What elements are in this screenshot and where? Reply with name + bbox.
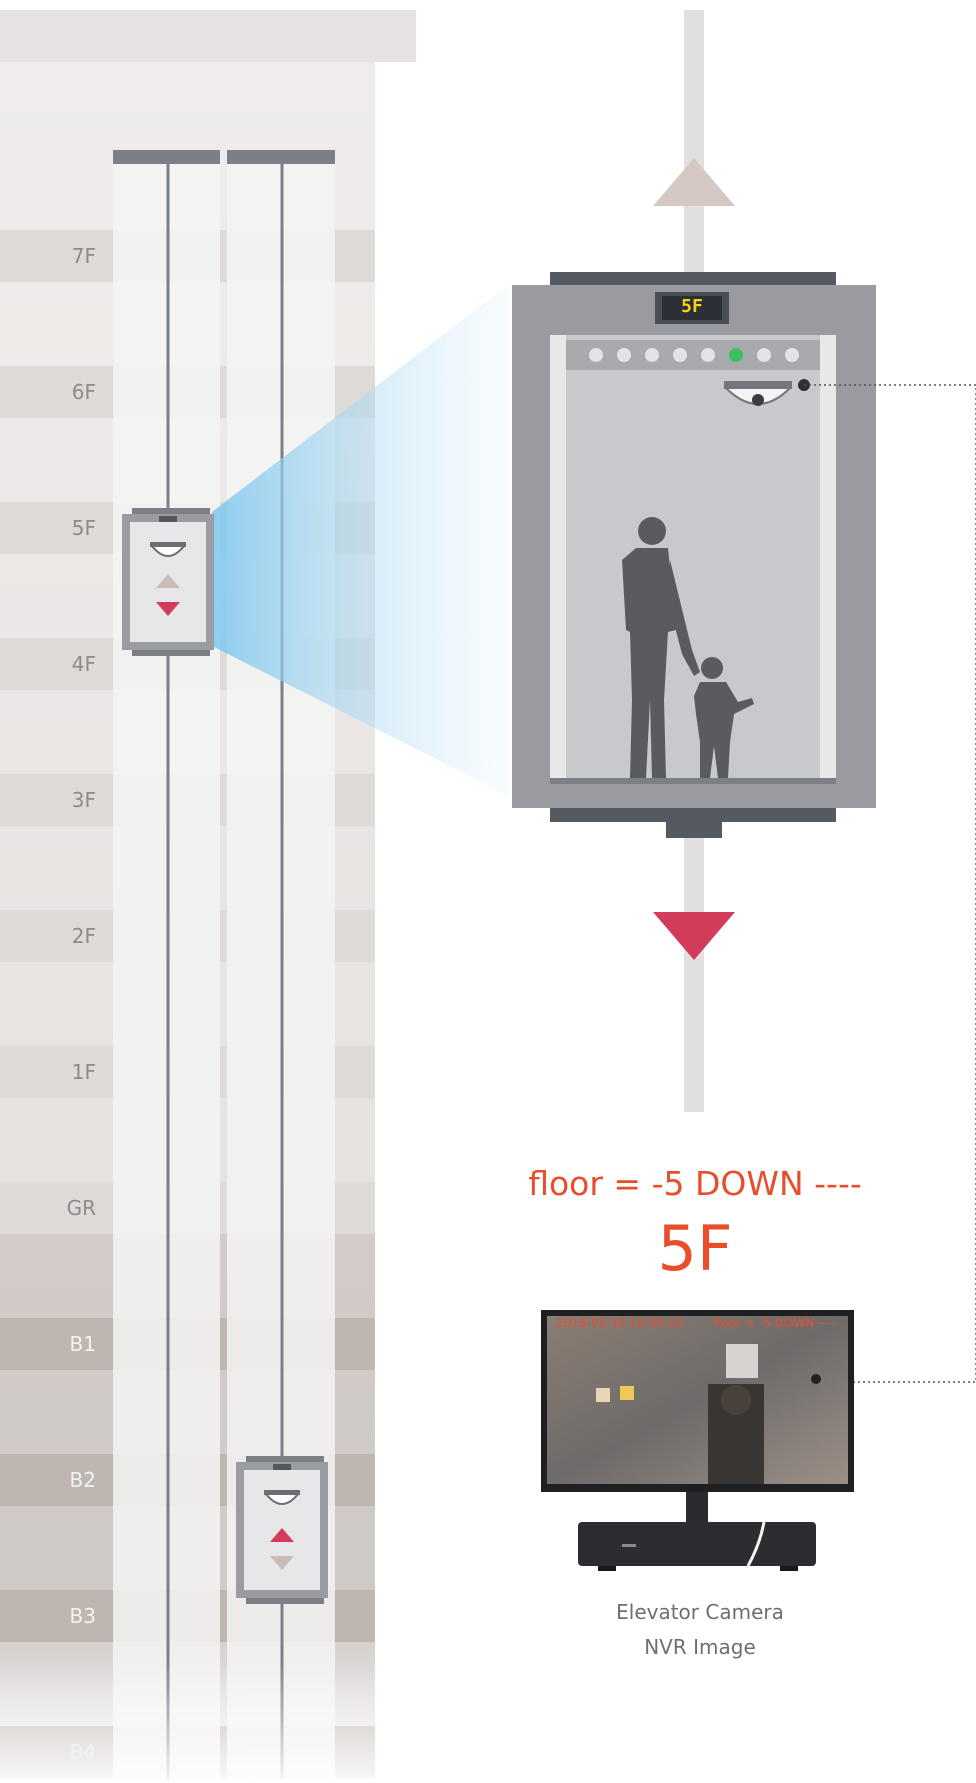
- screen-mirror: [726, 1344, 758, 1378]
- indicator-light-1: [589, 348, 603, 362]
- shaft-car-1-bottom: [132, 650, 210, 656]
- shaft-car-1-display: [159, 516, 177, 522]
- indicator-light-6: [729, 348, 743, 362]
- nvr-leds: [622, 1544, 636, 1547]
- car-door-left-rail: [550, 335, 566, 782]
- shaft-car-1: [122, 508, 214, 656]
- indicator-light-7: [757, 348, 771, 362]
- shaft-car-2-display: [273, 1464, 291, 1470]
- nvr-caption-line-2: NVR Image: [560, 1634, 840, 1660]
- floor-label-3f: 3F: [0, 788, 96, 812]
- floor-label-1f: 1F: [0, 1060, 96, 1084]
- car-light-strip: [566, 340, 820, 370]
- floor-label-b3: B3: [0, 1604, 96, 1628]
- floor-label-gr: GR: [0, 1196, 96, 1220]
- nvr-foot-right: [780, 1566, 798, 1571]
- floor-label-7f: 7F: [0, 244, 96, 268]
- monitor-screen: [547, 1316, 848, 1484]
- screen-person-head: [721, 1385, 751, 1415]
- shaft-car-2-top: [246, 1456, 324, 1462]
- down-arrow-icon: [653, 912, 735, 960]
- floor-status-readout: floor = -5 DOWN ----: [450, 1164, 940, 1204]
- floor-label-b4: B4: [0, 1740, 96, 1764]
- floor-label-6f: 6F: [0, 380, 96, 404]
- indicator-light-2: [617, 348, 631, 362]
- building-roof: [0, 10, 416, 62]
- nvr-box: [578, 1522, 816, 1566]
- car-bottom-stub: [666, 822, 722, 838]
- floor-label-b2: B2: [0, 1468, 96, 1492]
- screen-sign-1: [596, 1388, 610, 1402]
- car-bottom-bar: [550, 808, 836, 822]
- floor-label-4f: 4F: [0, 652, 96, 676]
- indicator-light-3: [645, 348, 659, 362]
- floor-label-5f: 5F: [0, 516, 96, 540]
- shaft-car-2-bottom: [246, 1598, 324, 1604]
- car-floor-sill: [550, 778, 836, 784]
- nvr-caption-line-1: Elevator Camera: [560, 1599, 840, 1625]
- shaft-car-1-top: [132, 508, 210, 514]
- nvr-foot-left: [598, 1566, 616, 1571]
- shaft-car-2: [236, 1456, 328, 1604]
- elevator-car-detail: [512, 10, 876, 1112]
- nvr-monitor: [541, 1310, 854, 1571]
- car-floor-display: 5F: [662, 296, 722, 318]
- up-arrow-icon: [653, 158, 735, 206]
- monitor-stand: [686, 1492, 708, 1522]
- floor-label-2f: 2F: [0, 924, 96, 948]
- shaft-right-header: [227, 150, 335, 164]
- current-floor-readout: 5F: [520, 1214, 870, 1284]
- screen-sign-2: [620, 1386, 634, 1400]
- indicator-light-8: [785, 348, 799, 362]
- car-top-bar: [550, 272, 836, 286]
- indicator-light-4: [673, 348, 687, 362]
- floor-label-b1: B1: [0, 1332, 96, 1356]
- nvr-overlay-status: floor = -5 DOWN ----: [714, 1316, 835, 1330]
- nvr-overlay-timestamp: 2018-01-10 10:35:15: [556, 1316, 683, 1330]
- shaft-left-header: [113, 150, 220, 164]
- indicator-light-5: [701, 348, 715, 362]
- building: [0, 10, 416, 1779]
- car-door-right-rail: [820, 335, 836, 782]
- screen-camera-dot: [811, 1374, 821, 1384]
- car-interior: [550, 335, 836, 782]
